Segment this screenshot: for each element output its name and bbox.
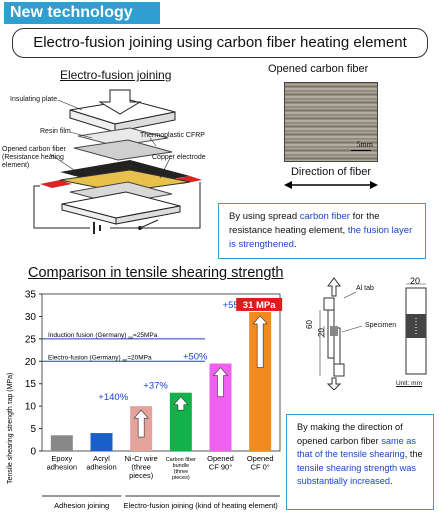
note2-text-4: tensile shearing strength was substantia… (297, 462, 416, 487)
increase-arrow-icon (212, 367, 229, 397)
group-label: Electro-fusion joining (kind of heating … (124, 501, 279, 510)
opened-carbon-fiber-label: Opened carbon fiber (Resistance heating … (2, 146, 66, 169)
electrode-left (40, 180, 72, 188)
electro-fusion-diagram (33, 89, 202, 234)
spread-carbon-fiber-note: By using spread carbon fiber for the res… (218, 203, 426, 259)
plot-frame (41, 293, 281, 452)
fiber-direction-label: Direction of fiber (290, 166, 372, 178)
insulating-plate-label: Insulating plate (10, 96, 58, 103)
bar (209, 363, 232, 451)
increase-arrow-icon (252, 315, 268, 368)
bar (249, 311, 272, 451)
dim-60: 60 (304, 320, 314, 329)
up-arrow-icon (327, 277, 341, 297)
top-value-label: 31 MPa (243, 300, 276, 311)
copper-electrode-label: Copper electrode (152, 154, 206, 161)
note1-text-4: the fusion layer is strengthened (229, 225, 413, 250)
y-axis-label: Tensile shearing strength τap (MPa) (7, 373, 14, 484)
thermoplastic-cfrp-label: Thermoplastic CFRP (140, 132, 205, 139)
top-value-box (236, 297, 283, 311)
note1-text-2: carbon fiber (299, 211, 350, 222)
specimen-drawing (319, 277, 427, 390)
double-arrow-icon (284, 181, 378, 189)
note1-text-1: By using spread (229, 211, 300, 222)
al-tab-label: Al tab (356, 285, 374, 292)
photo-title: Opened carbon fiber (268, 63, 369, 75)
y-tick-label: 10 (25, 402, 37, 413)
comparison-title: Comparison in tensile shearing strength (28, 265, 284, 281)
group-label: Adhesion joining (54, 501, 109, 510)
reference-line-label: Induction fusion (Germany) av=25MPa (48, 332, 158, 340)
new-technology-tag: New technology (4, 2, 160, 24)
diagram-title: Electro-fusion joining (60, 68, 172, 82)
fiber-direction-note: By making the direction of opened carbon… (286, 414, 434, 510)
y-tick-label: 30 (25, 312, 37, 323)
cfrp-top (73, 139, 173, 161)
unit-label: Unit: mm (396, 380, 422, 387)
increase-arrow-icon (173, 396, 189, 411)
bar (50, 435, 73, 451)
increase-label: +55% (223, 300, 248, 311)
resin-film-label: Resin film (40, 128, 71, 135)
increase-label: +37% (143, 381, 168, 392)
increase-label: +50% (183, 352, 208, 363)
y-tick-label: 0 (30, 447, 36, 458)
note1-text-3: for the resistance heating element, (229, 211, 380, 236)
increase-label: +140% (98, 392, 128, 403)
y-tick-label: 35 (25, 290, 37, 301)
reference-line-label: Electro-fusion (Germany) av=20MPa (48, 354, 152, 362)
press-arrow (98, 89, 142, 115)
note2-text-5: . (389, 476, 393, 486)
bar (169, 392, 192, 451)
note2-text-3: , the (404, 449, 423, 459)
down-arrow-icon (326, 377, 342, 390)
dim-20-left: 20 (316, 328, 326, 337)
y-tick-label: 15 (25, 379, 37, 390)
carbon-fiber-photo: 5mm (284, 82, 378, 162)
note2-text-1: By making the direction of opened carbon… (297, 422, 403, 446)
bar (90, 433, 113, 451)
scale-bar-label: 5mm (356, 140, 373, 149)
page-title: Electro-fusion joining using carbon fibe… (12, 28, 428, 58)
switch-icon (139, 219, 159, 229)
note1-text-5: . (293, 239, 297, 250)
specimen-label: Specimen (365, 322, 397, 329)
dim-20-right: 20 (410, 276, 421, 286)
y-tick-label: 25 (25, 334, 37, 345)
note2-text-2: same as that of the tensile shearing (297, 435, 417, 460)
increase-arrow-icon (133, 409, 149, 438)
y-tick-label: 5 (30, 424, 36, 435)
y-tick-label: 20 (25, 357, 37, 368)
resin-film (77, 127, 169, 147)
